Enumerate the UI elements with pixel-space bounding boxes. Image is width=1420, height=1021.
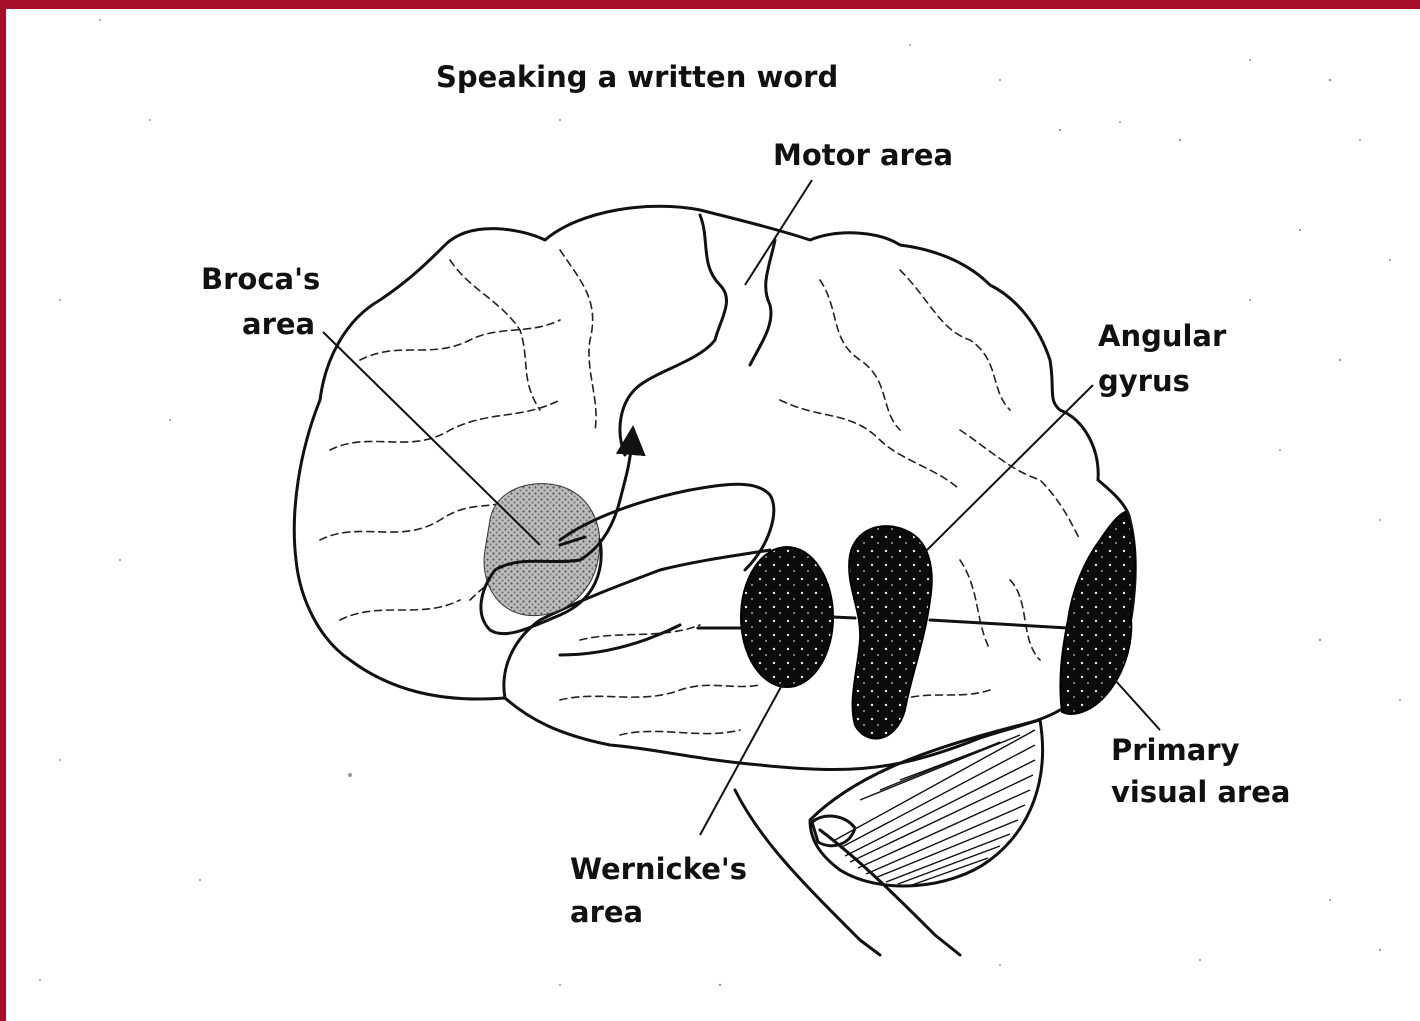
primary-visual-area-label-line2: visual area — [1111, 770, 1290, 814]
wernicke-area-label-line1: Wernicke's — [570, 847, 747, 891]
background-specks — [39, 19, 1401, 986]
leader-lines — [323, 180, 1160, 835]
motor-area-label: Motor area — [773, 133, 953, 177]
angular-gyrus-label-line2: gyrus — [1098, 359, 1190, 403]
motor-leader — [745, 180, 812, 285]
cerebellum — [810, 720, 1043, 886]
angular-leader — [922, 385, 1093, 555]
broca-area-label-line2: area — [242, 302, 315, 346]
wernicke-area-region — [741, 547, 833, 687]
gyri-folds — [320, 250, 1080, 735]
motor-strip — [620, 215, 726, 455]
angular-gyrus-label-line1: Angular — [1098, 314, 1226, 358]
broca-leader — [323, 332, 540, 545]
wernicke-area-label-line2: area — [570, 890, 643, 934]
broca-area-region — [484, 484, 600, 616]
angular-gyrus-region — [849, 526, 932, 738]
primary-leader — [1115, 680, 1160, 730]
broca-area-label-line1: Broca's — [201, 257, 320, 301]
diagram-title: Speaking a written word — [436, 55, 838, 99]
primary-visual-area-region — [1060, 512, 1135, 714]
primary-visual-area-label-line1: Primary — [1111, 728, 1240, 772]
diagram-canvas: Speaking a written word Motor area Broca… — [6, 9, 1420, 1021]
